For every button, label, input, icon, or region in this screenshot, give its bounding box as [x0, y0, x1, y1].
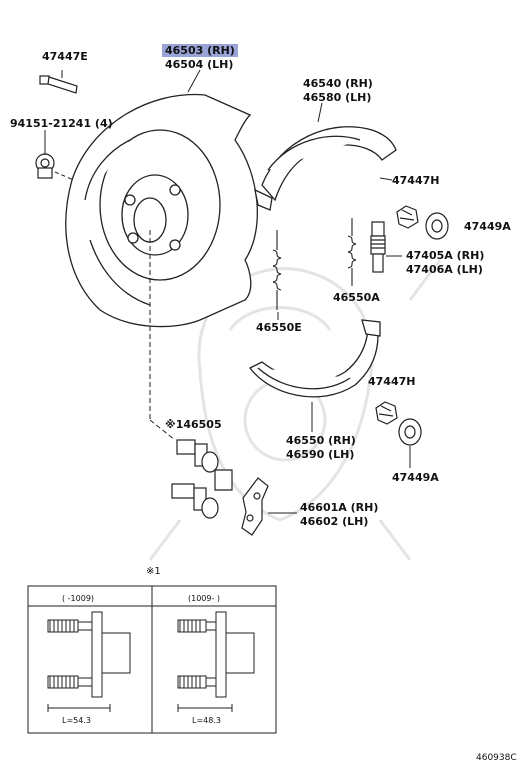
- retainer-47449a-lower: [398, 418, 422, 446]
- label-47406a-lh: 47406A (LH): [406, 263, 483, 276]
- label-47449a-lower: 47449A: [392, 471, 439, 484]
- leader-line: [187, 69, 201, 93]
- hub-bolt-variant-early: [47, 611, 131, 712]
- retainer-47449a-upper: [425, 212, 449, 240]
- label-94151: 94151-21241 (4): [10, 117, 113, 130]
- leader-line: [149, 419, 176, 441]
- hub-bolt-46505: [171, 439, 233, 519]
- inset-length-early: L=54.3: [62, 716, 91, 725]
- label-46550e: 46550E: [256, 321, 302, 334]
- inset-table: [27, 585, 277, 734]
- label-47447e: 47447E: [42, 50, 88, 63]
- inset-header-early: ( -1009): [62, 594, 95, 603]
- hub-bolt-variant-late: [177, 611, 255, 712]
- leader-line: [317, 102, 323, 123]
- label-46590-lh: 46590 (LH): [286, 448, 355, 461]
- nut-94151: [35, 153, 55, 179]
- inset-marker: ※1: [146, 566, 161, 577]
- bolt-47447e: [39, 75, 78, 94]
- inset-header-late: (1009- ): [188, 594, 221, 603]
- figure-id: 460938C: [476, 753, 517, 763]
- label-46602-lh: 46602 (LH): [300, 515, 369, 528]
- label-47447h-lower: 47447H: [368, 375, 416, 388]
- label-46503-rh: 46503 (RH): [162, 44, 238, 57]
- label-46540-rh: 46540 (RH): [303, 77, 373, 90]
- parking-lever-46601a: [241, 477, 269, 536]
- label-47405a-rh: 47405A (RH): [406, 249, 485, 262]
- label-46504-lh: 46504 (LH): [165, 58, 234, 71]
- label-46580-lh: 46580 (LH): [303, 91, 372, 104]
- return-spring-46550e: [272, 230, 282, 310]
- leader-line: [379, 177, 393, 181]
- spring-cup-lower: [375, 401, 398, 425]
- adjuster-47405a: [370, 221, 386, 273]
- label-47447h-upper: 47447H: [392, 174, 440, 187]
- brake-shoe-lower: [249, 319, 381, 398]
- inset-length-late: L=48.3: [192, 716, 221, 725]
- label-47449a-upper: 47449A: [464, 220, 511, 233]
- label-46550-rh: 46550 (RH): [286, 434, 356, 447]
- spring-cup-upper: [396, 205, 419, 229]
- backing-plate: [65, 93, 258, 328]
- brake-shoe-upper: [254, 126, 397, 211]
- label-46505: ※146505: [165, 418, 222, 431]
- label-46550a: 46550A: [333, 291, 380, 304]
- highlighted-part: 46503 (RH): [162, 44, 238, 57]
- label-46601a-rh: 46601A (RH): [300, 501, 379, 514]
- return-spring-46550a: [347, 218, 357, 286]
